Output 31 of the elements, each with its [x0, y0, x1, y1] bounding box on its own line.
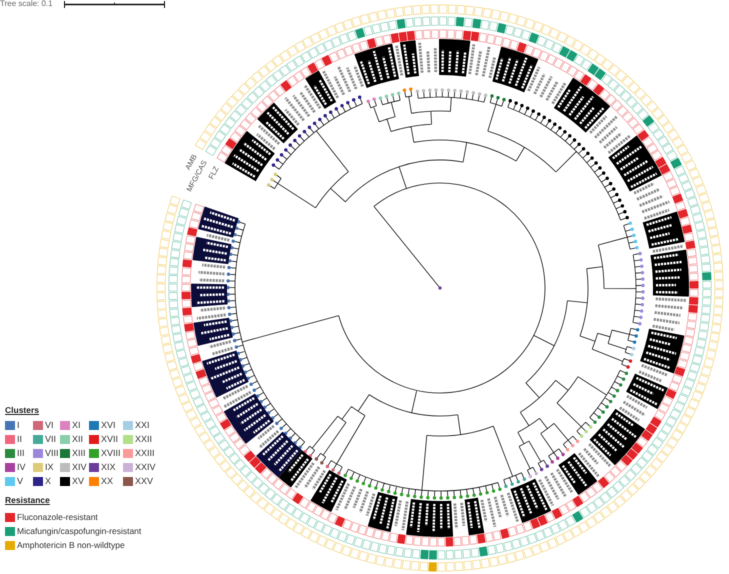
legend-label: XXII [135, 434, 152, 444]
legend-label: I [17, 420, 20, 430]
legend-label: VII [45, 434, 56, 444]
legend-label: VI [45, 420, 54, 430]
legend-label: X [45, 476, 52, 486]
legend-label: Micafungin/caspofungin-resistant [17, 526, 142, 536]
legend-label: XXV [135, 476, 154, 486]
legend-label: XIV [72, 462, 87, 472]
legend-label: IX [45, 462, 54, 472]
legend-label: Fluconazole-resistant [17, 512, 98, 522]
legend-label: XV [72, 476, 84, 486]
legend-label: III [17, 448, 25, 458]
legend-label: XVIII [101, 448, 121, 458]
legend-label: XVII [101, 434, 118, 444]
legend-label: XI [72, 420, 81, 430]
legend-label: IV [17, 462, 26, 472]
legend-label: V [17, 476, 24, 486]
legend-label: II [17, 434, 22, 444]
legend-label: XVI [101, 420, 116, 430]
legend-label: XXIII [135, 448, 155, 458]
legend-heading: Resistance [5, 496, 50, 506]
legend-label: VIII [45, 448, 59, 458]
legend-label: Amphotericin B non-wildtype [17, 540, 125, 550]
legend-label: XIX [101, 462, 116, 472]
legend-heading: Clusters [5, 406, 40, 416]
legend-label: XXIV [135, 462, 156, 472]
legend-label: XXI [135, 420, 150, 430]
legend-label: XIII [72, 448, 86, 458]
scale-label: Tree scale: 0.1 [0, 0, 53, 8]
legend-label: XII [72, 434, 84, 444]
legend-label: XX [101, 476, 114, 486]
